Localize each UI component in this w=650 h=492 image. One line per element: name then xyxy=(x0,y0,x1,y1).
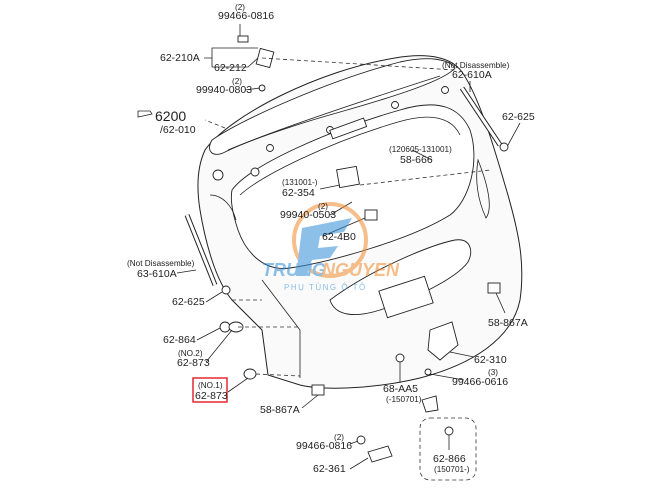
svg-text:(3): (3) xyxy=(488,368,498,377)
callout-99940-0503[interactable]: (2) 99940-0503 xyxy=(280,202,336,221)
svg-text:(NO.1): (NO.1) xyxy=(198,381,223,390)
callout-62-610A[interactable]: (Not Disassemble) 62-610A xyxy=(442,61,510,81)
gas-strut-right xyxy=(459,86,509,152)
cover-icon xyxy=(336,165,360,189)
svg-text:58-867A: 58-867A xyxy=(260,404,300,416)
svg-text:(2): (2) xyxy=(318,202,328,211)
callout-58-867A-bottom[interactable]: 58-867A xyxy=(260,404,300,416)
callout-62-212[interactable]: 62-212 xyxy=(214,62,247,74)
svg-text:(131001-): (131001-) xyxy=(282,178,318,187)
svg-text:62-873: 62-873 xyxy=(195,390,228,402)
callout-62-310[interactable]: 62-310 xyxy=(474,354,507,366)
callout-62-625-right[interactable]: 62-625 xyxy=(502,111,535,123)
callout-62-210A[interactable]: 62-210A xyxy=(160,52,200,64)
watermark-tagline: PHỤ TÙNG Ô TÔ xyxy=(284,283,367,292)
bolt-icon xyxy=(237,35,249,43)
svg-text:(120605-131001): (120605-131001) xyxy=(389,145,452,154)
svg-text:62-354: 62-354 xyxy=(282,187,315,199)
callout-62-4B0[interactable]: 62-4B0 xyxy=(322,231,356,243)
bolt-icon-3 xyxy=(356,435,366,445)
callout-58-867A-right[interactable]: 58-867A xyxy=(488,317,528,329)
latch-icon xyxy=(427,321,459,361)
svg-text:68-AA5: 68-AA5 xyxy=(383,383,418,395)
callout-99940-0803[interactable]: (2) 99940-0803 xyxy=(196,77,252,96)
stopper-icon xyxy=(421,395,439,413)
svg-text:(2): (2) xyxy=(235,3,245,12)
pointing-hand-icon xyxy=(137,110,153,118)
callout-99466-0816-bottom[interactable]: (2) 99466-0816 xyxy=(296,433,352,452)
callout-99466-0816-top[interactable]: (2) 99466-0816 xyxy=(218,3,274,22)
figure-reference: 6200 /62-010 xyxy=(137,108,196,136)
svg-text:(2): (2) xyxy=(232,77,242,86)
svg-text:63-610A: 63-610A xyxy=(137,268,177,280)
svg-text:99466-0816: 99466-0816 xyxy=(218,10,274,22)
svg-text:(150701-): (150701-) xyxy=(434,465,470,474)
callout-62-361[interactable]: 62-361 xyxy=(313,463,346,475)
callout-62-873-no1-highlighted[interactable]: (NO.1) 62-873 xyxy=(192,377,228,403)
leader-lines xyxy=(176,24,521,470)
watermark-brand-1: TRUNG xyxy=(262,260,326,280)
svg-text:99940-0503: 99940-0503 xyxy=(280,209,336,221)
svg-text:(-150701): (-150701) xyxy=(386,395,422,404)
svg-text:99466-0616: 99466-0616 xyxy=(452,376,508,388)
svg-text:99940-0803: 99940-0803 xyxy=(196,84,252,96)
svg-text:62-361: 62-361 xyxy=(313,463,346,475)
svg-text:99466-0816: 99466-0816 xyxy=(296,440,352,452)
svg-text:62-4B0: 62-4B0 xyxy=(322,231,356,243)
figure-part: /62-010 xyxy=(160,124,196,136)
callout-62-873-no2[interactable]: (NO.2) 62-873 xyxy=(177,349,210,369)
bumper-icon xyxy=(243,368,257,380)
striker-icon xyxy=(367,445,393,463)
callout-68-AA5[interactable]: 68-AA5 (-150701) xyxy=(383,383,422,404)
svg-text:62-873: 62-873 xyxy=(177,357,210,369)
highlight-box xyxy=(192,377,228,403)
watermark-brand-2: NGUYEN xyxy=(322,260,400,280)
svg-text:62-625: 62-625 xyxy=(172,296,205,308)
callout-99466-0616[interactable]: (3) 99466-0616 xyxy=(452,368,508,388)
svg-text:62-210A: 62-210A xyxy=(160,52,200,64)
alt-part-box xyxy=(419,417,477,481)
svg-text:62-610A: 62-610A xyxy=(452,69,492,81)
svg-text:62-864: 62-864 xyxy=(163,334,196,346)
clip-icon xyxy=(364,209,378,221)
watermark: TRUNG NGUYEN PHỤ TÙNG Ô TÔ xyxy=(262,202,400,292)
svg-text:58-666: 58-666 xyxy=(400,154,433,166)
svg-text:62-625: 62-625 xyxy=(502,111,535,123)
grommet-icon xyxy=(444,426,454,450)
bracket-icon-2 xyxy=(311,384,325,396)
callout-63-610A[interactable]: (Not Disassemble) 63-610A xyxy=(127,259,195,280)
gas-strut-left xyxy=(184,214,231,295)
figure-number: 6200 xyxy=(155,108,186,124)
svg-text:(NO.2): (NO.2) xyxy=(178,349,203,358)
svg-text:(Not Disassemble): (Not Disassemble) xyxy=(442,61,510,70)
svg-text:(Not Disassemble): (Not Disassemble) xyxy=(127,259,195,268)
bolt-icon-2 xyxy=(424,368,432,376)
callout-62-625-left[interactable]: 62-625 xyxy=(172,296,205,308)
svg-text:58-867A: 58-867A xyxy=(488,317,528,329)
svg-text:(2): (2) xyxy=(334,433,344,442)
svg-text:62-310: 62-310 xyxy=(474,354,507,366)
sensor-icon xyxy=(219,321,244,333)
pin-icon xyxy=(395,353,405,372)
callout-58-666[interactable]: (120605-131001) 58-666 xyxy=(389,145,452,166)
callout-62-866[interactable]: 62-866 (150701-) xyxy=(433,453,470,474)
callout-62-864[interactable]: 62-864 xyxy=(163,334,196,346)
svg-text:62-212: 62-212 xyxy=(214,62,247,74)
bracket-icon xyxy=(487,282,501,294)
callout-62-354[interactable]: (131001-) 62-354 xyxy=(282,178,318,199)
svg-text:62-866: 62-866 xyxy=(433,453,466,465)
